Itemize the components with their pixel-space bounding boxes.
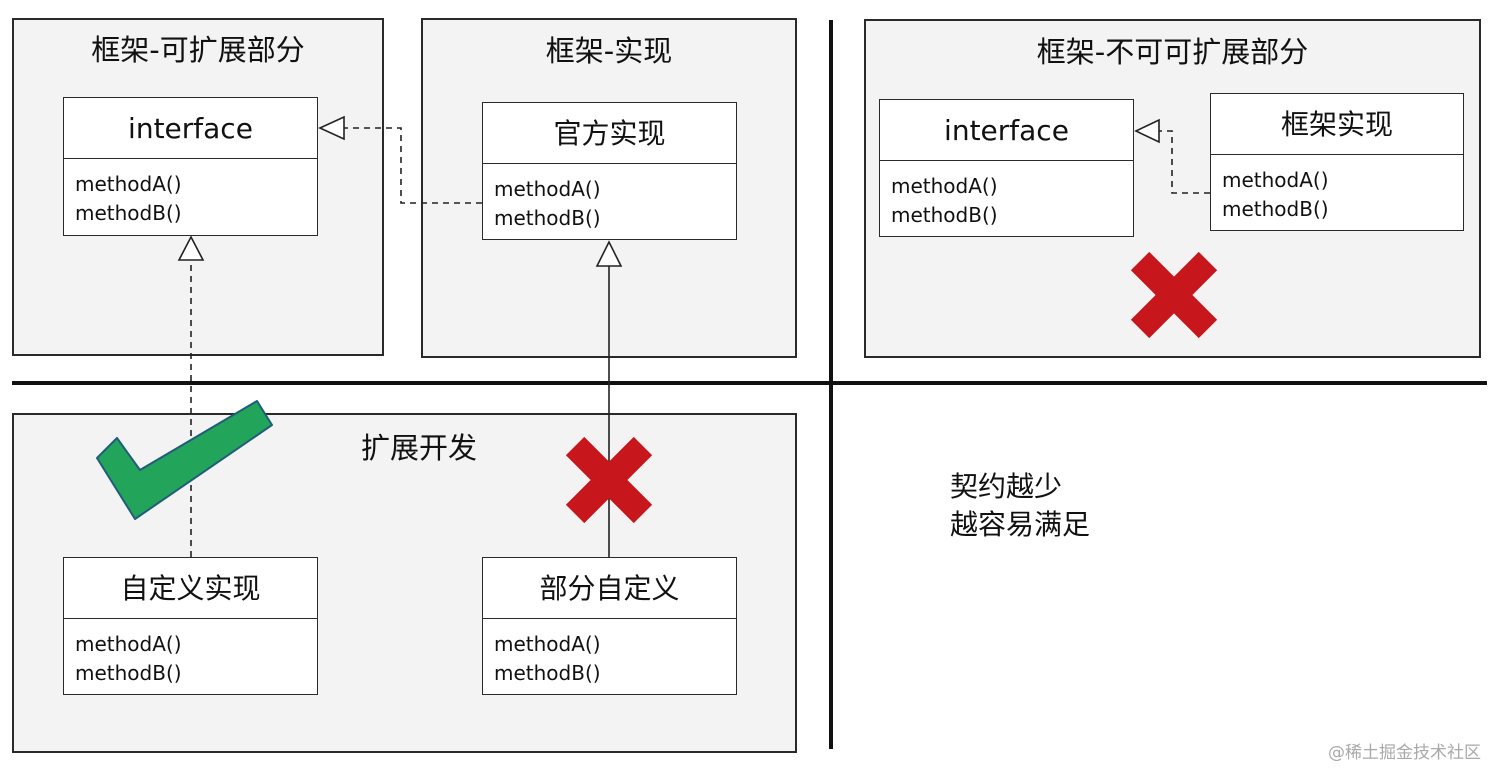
note-line-1: 契约越少: [950, 470, 1063, 503]
class-official-impl: 官方实现 methodA() methodB(): [482, 102, 737, 240]
note-text: 契约越少 越容易满足: [950, 468, 1090, 544]
realization-arrowhead-official: [318, 115, 345, 141]
class-name: 部分自定义: [483, 558, 736, 619]
class-name: 官方实现: [483, 103, 736, 164]
panel-title-extensible: 框架-可扩展部分: [91, 33, 305, 67]
method-b: methodB(): [494, 206, 601, 230]
class-interface-left: interface methodA() methodB(): [63, 97, 318, 236]
class-methods: methodA() methodB(): [483, 164, 736, 233]
class-name: interface: [64, 98, 317, 159]
class-custom-impl: 自定义实现 methodA() methodB(): [63, 557, 318, 695]
class-partial-custom: 部分自定义 methodA() methodB(): [482, 557, 737, 695]
method-b: methodB(): [75, 661, 182, 685]
class-methods: methodA() methodB(): [64, 159, 317, 228]
class-framework-impl: 框架实现 methodA() methodB(): [1210, 93, 1464, 231]
vertical-divider: [829, 20, 833, 749]
inheritance-arrowhead-partial: [595, 240, 623, 267]
panel-title-impl: 框架-实现: [545, 34, 673, 68]
cross-icon: [565, 436, 653, 524]
method-b: methodB(): [1222, 197, 1329, 221]
method-b: methodB(): [75, 201, 182, 225]
method-b: methodB(): [891, 203, 998, 227]
note-line-2: 越容易满足: [950, 508, 1091, 541]
class-methods: methodA() methodB(): [1211, 155, 1463, 224]
class-methods: methodA() methodB(): [880, 161, 1133, 230]
method-a: methodA(): [75, 172, 182, 196]
method-a: methodA(): [891, 174, 998, 198]
method-b: methodB(): [494, 661, 601, 685]
panel-title-closed: 框架-不可可扩展部分: [1036, 35, 1309, 69]
cross-icon: [1130, 251, 1218, 339]
method-a: methodA(): [494, 177, 601, 201]
check-icon: [96, 400, 273, 520]
class-name: interface: [880, 100, 1133, 161]
method-a: methodA(): [1222, 168, 1329, 192]
class-methods: methodA() methodB(): [64, 619, 317, 688]
realization-arrowhead-custom: [177, 235, 205, 261]
class-name: 自定义实现: [64, 558, 317, 619]
panel-title-dev: 扩展开发: [360, 431, 477, 465]
class-interface-right: interface methodA() methodB(): [879, 99, 1134, 237]
realization-arrowhead-framework: [1134, 118, 1160, 144]
method-a: methodA(): [494, 632, 601, 656]
horizontal-divider: [12, 381, 1487, 385]
watermark-text: @稀土掘金技术社区: [1328, 743, 1481, 763]
method-a: methodA(): [75, 632, 182, 656]
realization-line-official: [344, 127, 482, 204]
class-methods: methodA() methodB(): [483, 619, 736, 688]
realization-line-framework: [1159, 130, 1210, 194]
class-name: 框架实现: [1211, 94, 1463, 155]
